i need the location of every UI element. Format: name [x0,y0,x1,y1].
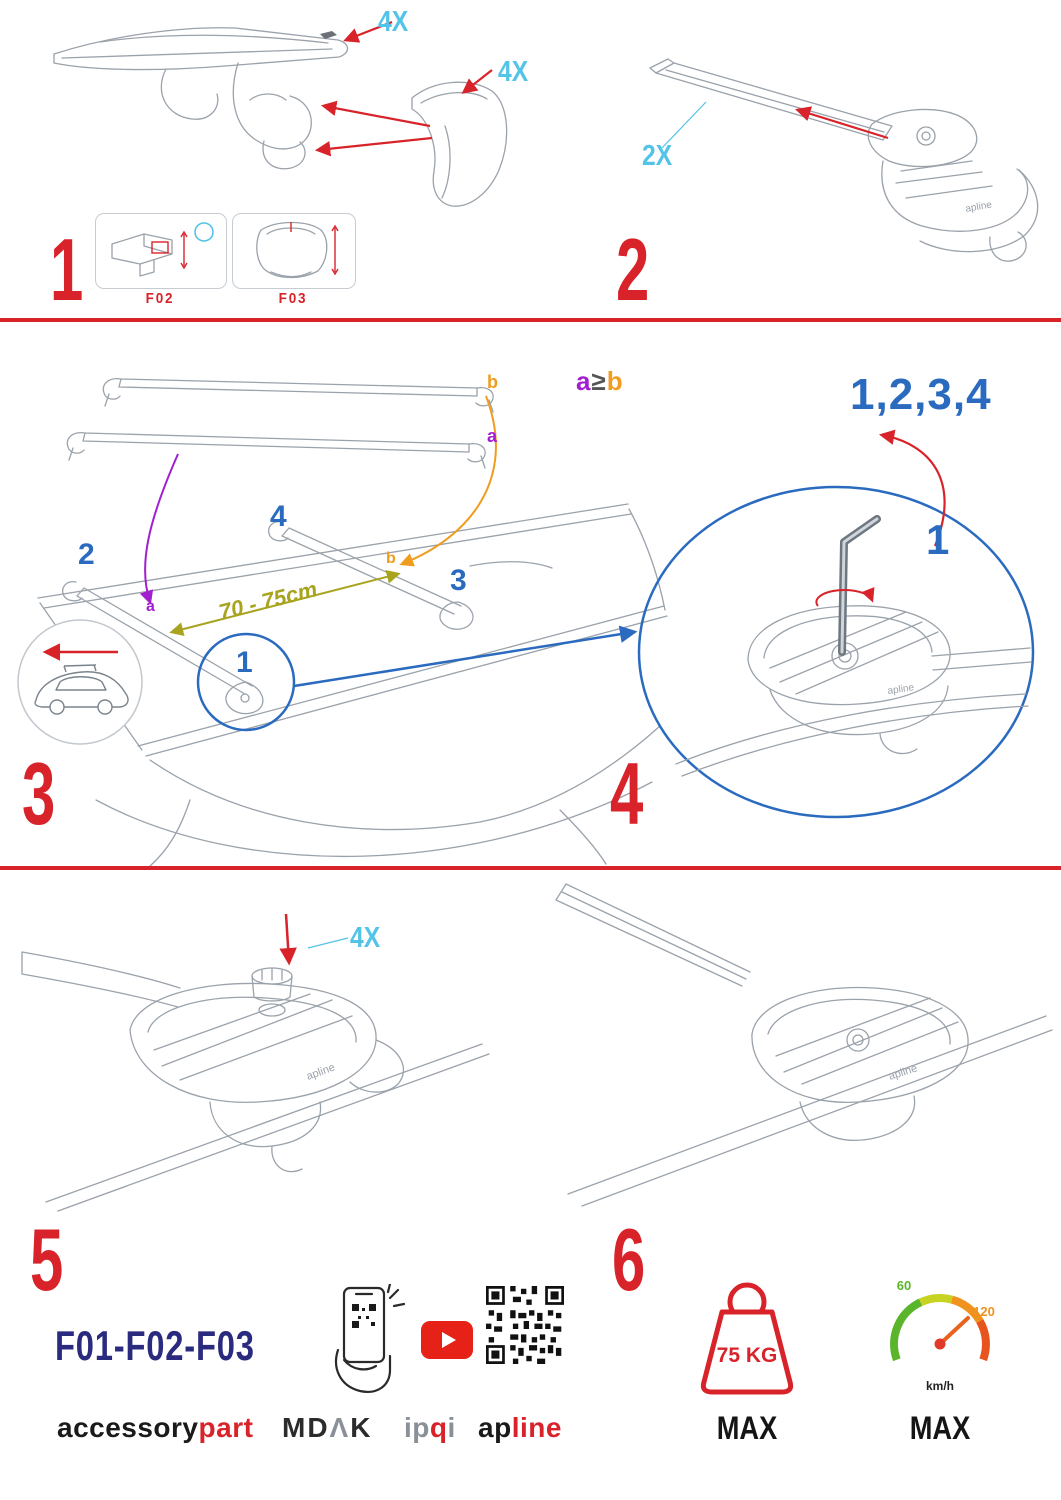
bolt-icon [320,31,337,39]
section-divider-bottom [0,866,1061,870]
speed-high-label: 120 [973,1304,995,1319]
sequence-arrow [878,429,946,547]
weight-max-label: MAX [716,1410,778,1446]
speed-unit-label: km/h [926,1379,954,1393]
brand-ip-text: ip [404,1412,430,1443]
step4-illustration: apline [637,429,1035,819]
brand-line-text: line [511,1412,562,1443]
brand-accessory-text: accessory [57,1412,199,1443]
f03-label: F03 [278,290,308,307]
step3-illustration [17,378,668,867]
step4-number: 4 [610,744,643,843]
car-direction-inset [17,619,143,745]
tightening-sequence-label: 1,2,3,4 [850,370,992,419]
bar-a-label: a [487,426,498,446]
apline-mark-step2: apline [965,199,994,215]
f02-part-sketch [111,222,214,277]
zoom-circle [637,485,1035,819]
step5-qty-label: 4X [350,922,381,954]
step6-number: 6 [612,1210,645,1309]
apline-mark-step5-left: apline [305,1062,337,1083]
f03-part-sketch [256,221,339,279]
brand-part-text: part [198,1412,254,1443]
f02-label: F02 [145,290,175,307]
apline-mark-step5-right: apline [887,1062,919,1082]
legend-b: b [606,366,624,396]
brand-i-text: i [447,1412,456,1443]
brand-q-text: q [429,1412,448,1443]
weight-value-label: 75 KG [717,1344,778,1367]
tip-a-label: a [146,598,155,615]
bar-length-legend: a≥b [576,366,624,397]
step5-number: 5 [30,1210,63,1309]
brand-ipqi: ipqi [404,1412,456,1444]
legend-gte: ≥ [591,366,607,396]
brand-accessorypart: accessorypart [57,1412,253,1444]
step5-right-illustration: apline [555,883,1053,1207]
position-2-number: 2 [78,538,95,571]
section-divider-top [0,318,1061,322]
brand-apline: apline [478,1412,562,1444]
scan-qr-phone-icon [334,1284,406,1393]
max-weight-icon: 75 KG [700,1282,794,1395]
rotate-arrow [815,587,875,607]
brand-k-text: K [350,1412,373,1443]
youtube-icon [421,1321,473,1359]
part-box-f02 [95,213,227,289]
brand-ap-text: ap [478,1412,512,1443]
brand-mdak: MDΛK [282,1412,372,1444]
apline-mark-step4: apline [887,682,915,697]
position-1-highlight-circle [196,632,296,732]
speedometer-needle [938,1316,970,1346]
position-1-number: 1 [236,646,253,679]
step2-illustration: apline [649,58,1039,262]
bar-b-label: b [487,372,498,392]
product-codes: F01-F02-F03 [55,1322,255,1369]
position-3-number: 3 [450,564,467,597]
step2-number: 2 [616,220,649,319]
position-4-number: 4 [270,500,287,533]
legend-a: a [576,366,592,396]
step1-illustration [53,20,508,207]
sequence-start-number: 1 [926,516,950,563]
step2-qty-label: 2X [642,140,673,172]
step3-number: 3 [22,744,55,843]
brand-md-text: MD [282,1412,330,1443]
speed-low-label: 60 [897,1278,911,1293]
step1-qty-bolt-label: 4X [378,6,409,38]
qr-code [486,1286,564,1364]
step1-number: 1 [50,220,83,319]
brand-a-text: Λ [329,1412,351,1443]
tip-b-label: b [386,550,396,567]
step5-left-illustration: apline [21,913,490,1212]
part-box-f03 [232,213,356,289]
max-speed-icon: 60 120 km/h [890,1278,995,1393]
speed-max-label: MAX [909,1410,971,1446]
step1-qty-cover-label: 4X [498,56,529,88]
